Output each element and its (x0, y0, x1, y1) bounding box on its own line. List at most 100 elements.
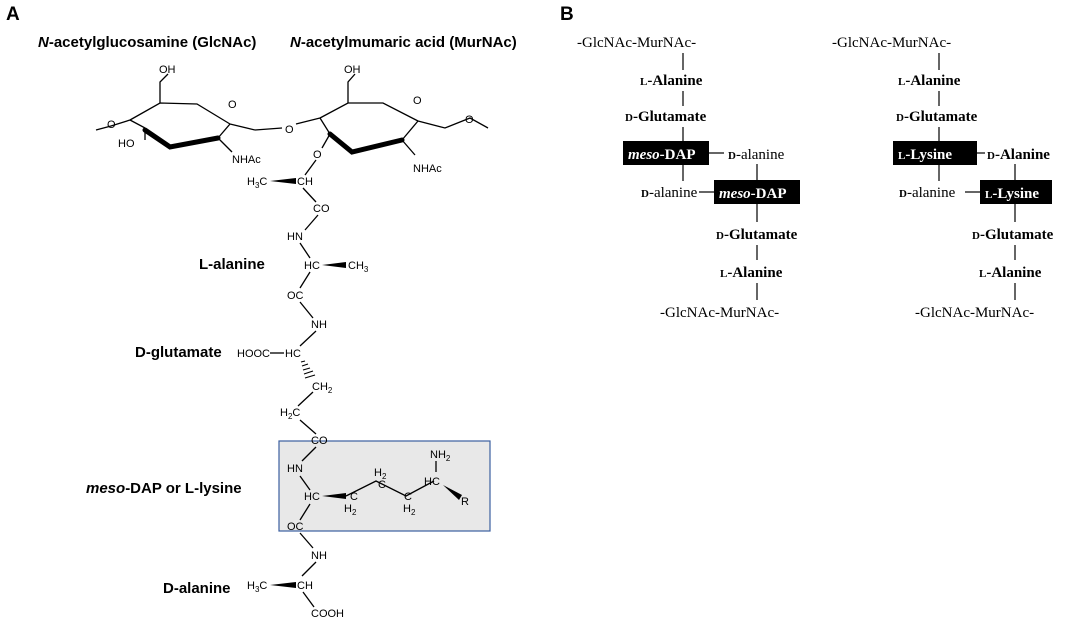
murnac-nhac: NHAc (413, 163, 442, 175)
dala-nh-ch-bond (301, 561, 317, 577)
glu-nh: NH (311, 319, 327, 331)
right-d-glutamate-2: D-Glutamate (972, 227, 1054, 243)
right-l-alanine: L-Alanine (898, 73, 961, 89)
murnac-o-lactyl: O (313, 149, 322, 161)
left-meso-dap-box-2 (714, 180, 800, 204)
right-d-alanine-right: D-Alanine (987, 147, 1050, 163)
right-l-alanine-2: L-Alanine (979, 265, 1042, 281)
dap-r: R (461, 496, 469, 508)
dala-cooh: COOH (311, 608, 344, 620)
glcnac-ring (95, 73, 256, 153)
left-l-alanine: L-Alanine (640, 73, 703, 89)
glycosidic-o: O (285, 124, 294, 136)
glu-hooc: HOOC (237, 348, 270, 360)
dap-h2-2: H2 (374, 467, 387, 481)
nh-hc-bond (299, 330, 317, 347)
right-l-lysine-box-1 (893, 141, 977, 165)
oc-nh-bond-2 (299, 532, 314, 549)
glu-hc: HC (285, 348, 301, 360)
lactyl-co-bond (302, 187, 317, 203)
dala-ch: CH (297, 580, 313, 592)
hn-hc-bond (299, 242, 311, 259)
left-l-alanine-2: L-Alanine (720, 265, 783, 281)
glcnac-o-left: O (107, 119, 116, 131)
dap-c-2: C (378, 479, 386, 491)
ala-wedge (322, 262, 346, 268)
glu-h2c: H2C (280, 407, 300, 421)
left-meso-dap-box-1 (623, 141, 709, 165)
ala-hn: HN (287, 231, 303, 243)
panel-a-letter: A (6, 4, 20, 25)
co-hn-bond (301, 446, 317, 462)
left-bottom-glycan: -GlcNAc-MurNAc- (660, 305, 779, 321)
murnac-ring (319, 73, 489, 156)
dala-wedge (270, 582, 296, 588)
murnac-ring-o: O (413, 95, 422, 107)
lactyl-co: CO (313, 203, 330, 215)
dap-hc: HC (304, 491, 320, 503)
label-meso-dap: meso-DAP or L-lysine (86, 480, 242, 497)
oc-nh-bond (299, 301, 314, 319)
panel-b-right: -GlcNAc-MurNAc- L-Alanine D-Glutamate L-… (832, 35, 1054, 321)
ala-oc: OC (287, 290, 304, 302)
dap-r-wedge (443, 485, 462, 500)
dap-h2-1: H2 (344, 503, 357, 517)
glcnac-oh: OH (159, 64, 176, 76)
right-l-lysine-2: L-Lysine (985, 186, 1039, 202)
left-d-alanine-left: D-alanine (641, 185, 698, 201)
h2c-co-bond (299, 419, 317, 435)
co-nh-bond (304, 214, 319, 231)
dap-side-chain (345, 480, 435, 497)
glcnac-ring-o: O (228, 99, 237, 111)
murnac-o-right: O (465, 114, 474, 126)
dap-hn: HN (287, 463, 303, 475)
right-l-lysine-box-2 (980, 180, 1052, 204)
dala-cooh-bond (302, 591, 315, 608)
variable-residue-box (278, 440, 491, 532)
dap-c-1: C (350, 491, 358, 503)
right-top-glycan: -GlcNAc-MurNAc- (832, 35, 951, 51)
dap-h2-3: H2 (403, 503, 416, 517)
lactyl-ch: CH (297, 176, 313, 188)
glycosidic-bond-2 (295, 117, 321, 125)
panel-b-letter: B (560, 4, 574, 25)
dap-oc: OC (287, 521, 304, 533)
right-l-lysine-1: L-Lysine (898, 147, 952, 163)
glu-ch2: CH2 (312, 381, 333, 395)
glcnac-ho: HO (118, 138, 135, 150)
glycosidic-bond (254, 127, 283, 131)
dap-co-bond (299, 503, 311, 521)
right-d-alanine-left: D-alanine (899, 185, 956, 201)
glu-co: CO (311, 435, 328, 447)
lactyl-wedge (270, 178, 296, 184)
left-d-glutamate-2: D-Glutamate (716, 227, 798, 243)
left-d-glutamate: D-Glutamate (625, 109, 707, 125)
label-l-alanine: L-alanine (199, 256, 265, 273)
ala-ch3: CH3 (348, 260, 369, 274)
ala-hc: HC (304, 260, 320, 272)
dala-h3c: H3C (247, 580, 267, 594)
glcnac-nhac: NHAc (232, 154, 261, 166)
glu-hash-bond (300, 360, 316, 379)
left-meso-dap-1: meso-DAP (628, 147, 696, 163)
panel-b-left: -GlcNAc-MurNAc- L-Alanine D-Glutamate me… (577, 35, 800, 321)
label-d-alanine: D-alanine (163, 580, 231, 597)
lactyl-h3c: H3C (247, 176, 267, 190)
dap-hc-2: HC (424, 476, 440, 488)
ch2-ch2-bond (297, 391, 314, 407)
label-d-glutamate: D-glutamate (135, 344, 222, 361)
left-d-alanine-right: D-alanine (728, 147, 785, 163)
dap-nh2: NH2 (430, 449, 451, 463)
murnac-oh: OH (344, 64, 361, 76)
lactyl-bond (304, 159, 317, 176)
glcnac-title: N-acetylglucosamine (GlcNAc) (38, 34, 256, 51)
murnac-title: N-acetylmumaric acid (MurNAc) (290, 34, 517, 51)
right-d-glutamate: D-Glutamate (896, 109, 978, 125)
left-top-glycan: -GlcNAc-MurNAc- (577, 35, 696, 51)
left-meso-dap-2: meso-DAP (719, 186, 787, 202)
right-bottom-glycan: -GlcNAc-MurNAc- (915, 305, 1034, 321)
dap-c-3: C (404, 491, 412, 503)
ala-co-bond (299, 271, 311, 289)
dap-wedge (322, 493, 346, 499)
